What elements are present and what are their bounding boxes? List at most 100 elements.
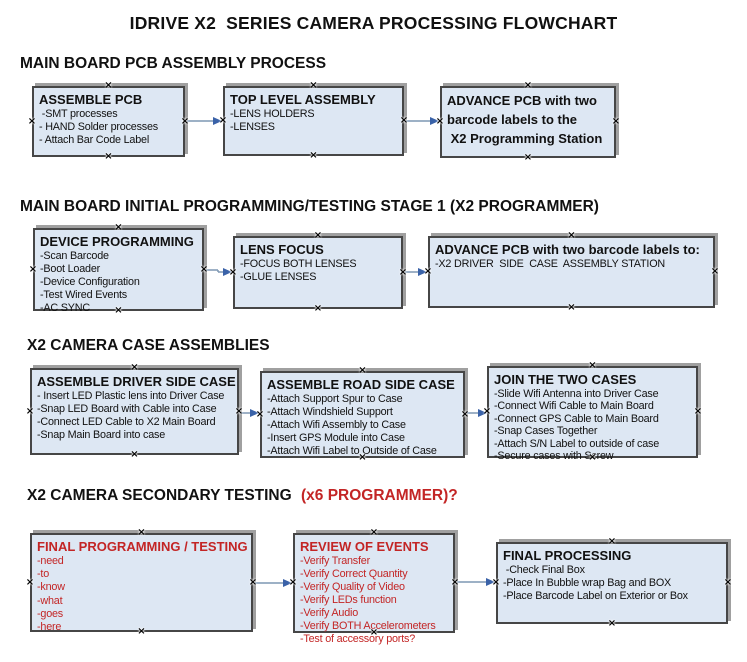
- box-assemble-pcb[interactable]: ASSEMBLE PCB -SMT processes- HAND Solder…: [32, 86, 185, 157]
- connection-handle-icon: ×: [137, 626, 146, 637]
- box-title: FINAL PROCESSING: [503, 548, 632, 563]
- box-item: -Verify LEDs function: [300, 594, 397, 606]
- box-title: JOIN THE TWO CASES: [494, 372, 637, 387]
- section-heading-black-part: X2 CAMERA SECONDARY TESTING: [27, 487, 296, 504]
- box-items: - Insert LED Plastic lens into Driver Ca…: [37, 390, 233, 442]
- box-item: -Check Final Box: [503, 564, 585, 576]
- box-review-of-events[interactable]: REVIEW OF EVENTS -Verify Transfer-Verify…: [293, 533, 455, 645]
- connection-handle-icon: ×: [710, 266, 720, 277]
- connection-handle-icon: ×: [130, 449, 139, 460]
- connection-handle-icon: ×: [723, 577, 733, 588]
- box-title: ASSEMBLE ROAD SIDE CASE: [267, 377, 455, 392]
- box-item: -goes: [37, 607, 64, 620]
- box-item: -Connect Wifi Cable to Main Board: [494, 400, 654, 413]
- box-item: -Attach Wifi Assembly to Case: [267, 419, 406, 431]
- box-title: ADVANCE PCB with two barcode labels to:: [435, 242, 700, 257]
- box-advance-pcb-to-driver-side-station[interactable]: ADVANCE PCB with two barcode labels to: …: [428, 236, 715, 308]
- box-item: -Slide Wifi Antenna into Driver Case: [494, 388, 659, 400]
- connection-handle-icon: ×: [25, 405, 35, 417]
- connection-handle-icon: ×: [309, 80, 318, 91]
- connection-handle-icon: ×: [611, 116, 621, 127]
- connection-handle-icon: ×: [28, 263, 38, 275]
- box-item: -X2 DRIVER SIDE CASE ASSEMBLY STATION: [435, 258, 665, 270]
- connector-arrow-finalprog-to-review[interactable]: [255, 579, 292, 587]
- box-item: -here: [37, 621, 62, 634]
- connection-handle-icon: ×: [588, 452, 597, 463]
- section-heading-red-part: (x6 PROGRAMMER)?: [301, 487, 458, 504]
- box-item: -Place In Bubble wrap Bag and BOX: [503, 577, 672, 589]
- box-item: -GLUE LENSES: [240, 271, 317, 283]
- connection-handle-icon: ×: [104, 80, 113, 91]
- connection-handle-icon: ×: [137, 527, 146, 538]
- connection-handle-icon: ×: [523, 152, 533, 163]
- section-heading-initial-programming: MAIN BOARD INITIAL PROGRAMMING/TESTING S…: [20, 198, 599, 215]
- box-device-programming[interactable]: DEVICE PROGRAMMING -Scan Barcode-Boot Lo…: [33, 228, 204, 314]
- box-item: - Attach Bar Code Label: [39, 134, 150, 146]
- connection-handle-icon: ×: [234, 405, 244, 417]
- connection-handle-icon: ×: [313, 230, 323, 241]
- box-item: -SMT processes: [39, 108, 118, 120]
- box-title: ASSEMBLE PCB: [39, 92, 143, 107]
- box-item: - Insert LED Plastic lens into Driver Ca…: [37, 390, 225, 402]
- box-lens-focus[interactable]: LENS FOCUS -FOCUS BOTH LENSES-GLUE LENSE…: [233, 236, 403, 309]
- connector-arrow-toplevel-to-advance1[interactable]: [406, 117, 439, 125]
- box-items: -LENS HOLDERS-LENSES: [230, 108, 398, 134]
- connector-arrow-review-to-finalprocessing[interactable]: [457, 578, 495, 586]
- connection-handle-icon: ×: [369, 527, 379, 538]
- connector-arrow-assemble-to-toplevel[interactable]: [187, 117, 222, 125]
- connection-handle-icon: ×: [309, 150, 318, 161]
- box-item: -Boot Loader: [40, 263, 101, 275]
- box-title: TOP LEVEL ASSEMBLY: [230, 92, 376, 107]
- box-items: -X2 DRIVER SIDE CASE ASSEMBLY STATION: [435, 258, 709, 271]
- box-final-processing[interactable]: FINAL PROCESSING -Check Final Box-Place …: [496, 542, 728, 624]
- box-item: -FOCUS BOTH LENSES: [240, 258, 357, 270]
- connection-handle-icon: ×: [450, 577, 460, 588]
- box-assemble-road-side-case[interactable]: ASSEMBLE ROAD SIDE CASE -Attach Support …: [260, 371, 465, 458]
- box-item: -Attach Wifi Label to Outside of Case: [267, 445, 437, 457]
- box-title: LENS FOCUS: [240, 242, 324, 257]
- box-items: -SMT processes- HAND Solder processes- A…: [39, 108, 179, 147]
- box-item: - HAND Solder processes: [39, 121, 159, 133]
- box-title: FINAL PROGRAMMING / TESTING: [37, 539, 248, 554]
- box-title: REVIEW OF EVENTS: [300, 539, 429, 554]
- connection-handle-icon: ×: [588, 360, 597, 371]
- connection-handle-icon: ×: [607, 618, 617, 629]
- box-item: -to: [37, 568, 49, 581]
- connection-handle-icon: ×: [180, 115, 190, 127]
- box-items: -Scan Barcode-Boot Loader-Device Configu…: [40, 250, 198, 315]
- connection-handle-icon: ×: [435, 116, 445, 127]
- box-item: -Snap Main Board into case: [37, 429, 166, 441]
- section-heading-pcb-assembly: MAIN BOARD PCB ASSEMBLY PROCESS: [20, 55, 327, 72]
- connection-handle-icon: ×: [607, 536, 617, 547]
- connection-handle-icon: ×: [114, 305, 123, 316]
- box-item: -Scan Barcode: [40, 250, 109, 262]
- section-heading-secondary-testing: X2 CAMERA SECONDARY TESTING (x6 PROGRAMM…: [27, 487, 458, 505]
- box-top-level-assembly[interactable]: TOP LEVEL ASSEMBLY -LENS HOLDERS-LENSES: [223, 86, 404, 156]
- box-item: -LENS HOLDERS: [230, 108, 315, 120]
- connection-handle-icon: ×: [358, 365, 367, 376]
- connection-handle-icon: ×: [423, 266, 433, 277]
- connection-handle-icon: ×: [460, 408, 470, 420]
- box-item: -Test of accessory ports?: [300, 633, 416, 645]
- box-item: -Verify Quality of Video: [300, 581, 405, 593]
- box-item: -Verify Transfer: [300, 555, 371, 567]
- connection-handle-icon: ×: [567, 230, 576, 241]
- connection-handle-icon: ×: [104, 151, 113, 162]
- box-item: -need: [37, 555, 64, 567]
- box-final-programming-testing[interactable]: FINAL PROGRAMMING / TESTING -need-to-kno…: [30, 533, 253, 634]
- box-items: -need-to-know-what-goes-here: [37, 555, 247, 634]
- connection-handle-icon: ×: [523, 80, 533, 91]
- connection-handle-icon: ×: [358, 452, 367, 463]
- connection-handle-icon: ×: [369, 627, 379, 638]
- connection-handle-icon: ×: [288, 577, 298, 588]
- box-item: -what: [37, 594, 63, 607]
- box-advance-pcb-to-programming-station[interactable]: ADVANCE PCB with two barcode labels to t…: [440, 86, 616, 158]
- box-item: -Verify Correct Quantity: [300, 568, 408, 580]
- box-join-the-two-cases[interactable]: JOIN THE TWO CASES -Slide Wifi Antenna i…: [487, 366, 698, 462]
- box-items: -FOCUS BOTH LENSES-GLUE LENSES: [240, 258, 397, 284]
- connection-handle-icon: ×: [199, 263, 209, 275]
- connection-handle-icon: ×: [25, 576, 35, 588]
- box-assemble-driver-side-case[interactable]: ASSEMBLE DRIVER SIDE CASE - Insert LED P…: [30, 368, 239, 455]
- box-items: -Check Final Box-Place In Bubble wrap Ba…: [503, 564, 722, 603]
- box-item: -Attach Windshield Support: [267, 406, 393, 418]
